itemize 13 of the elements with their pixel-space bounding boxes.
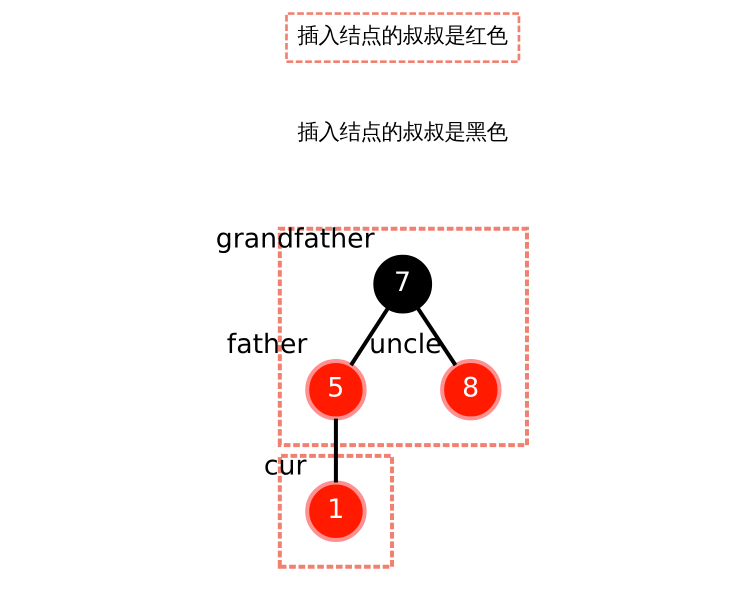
connector	[334, 418, 338, 482]
label: 插入结点的叔叔是黑色	[298, 120, 508, 145]
node-circle: 1	[305, 480, 367, 542]
node-label: uncle	[369, 328, 442, 360]
connector	[416, 308, 458, 366]
connector	[349, 308, 390, 366]
node-circle: 8	[440, 358, 502, 420]
node-circle: 5	[305, 358, 367, 420]
node-label: father	[226, 328, 308, 360]
node-label: grandfather	[216, 223, 375, 254]
node-label: cur	[264, 450, 306, 482]
node-circle: 7	[373, 254, 432, 314]
node-box: 插入结点的叔叔是红色	[285, 12, 520, 64]
